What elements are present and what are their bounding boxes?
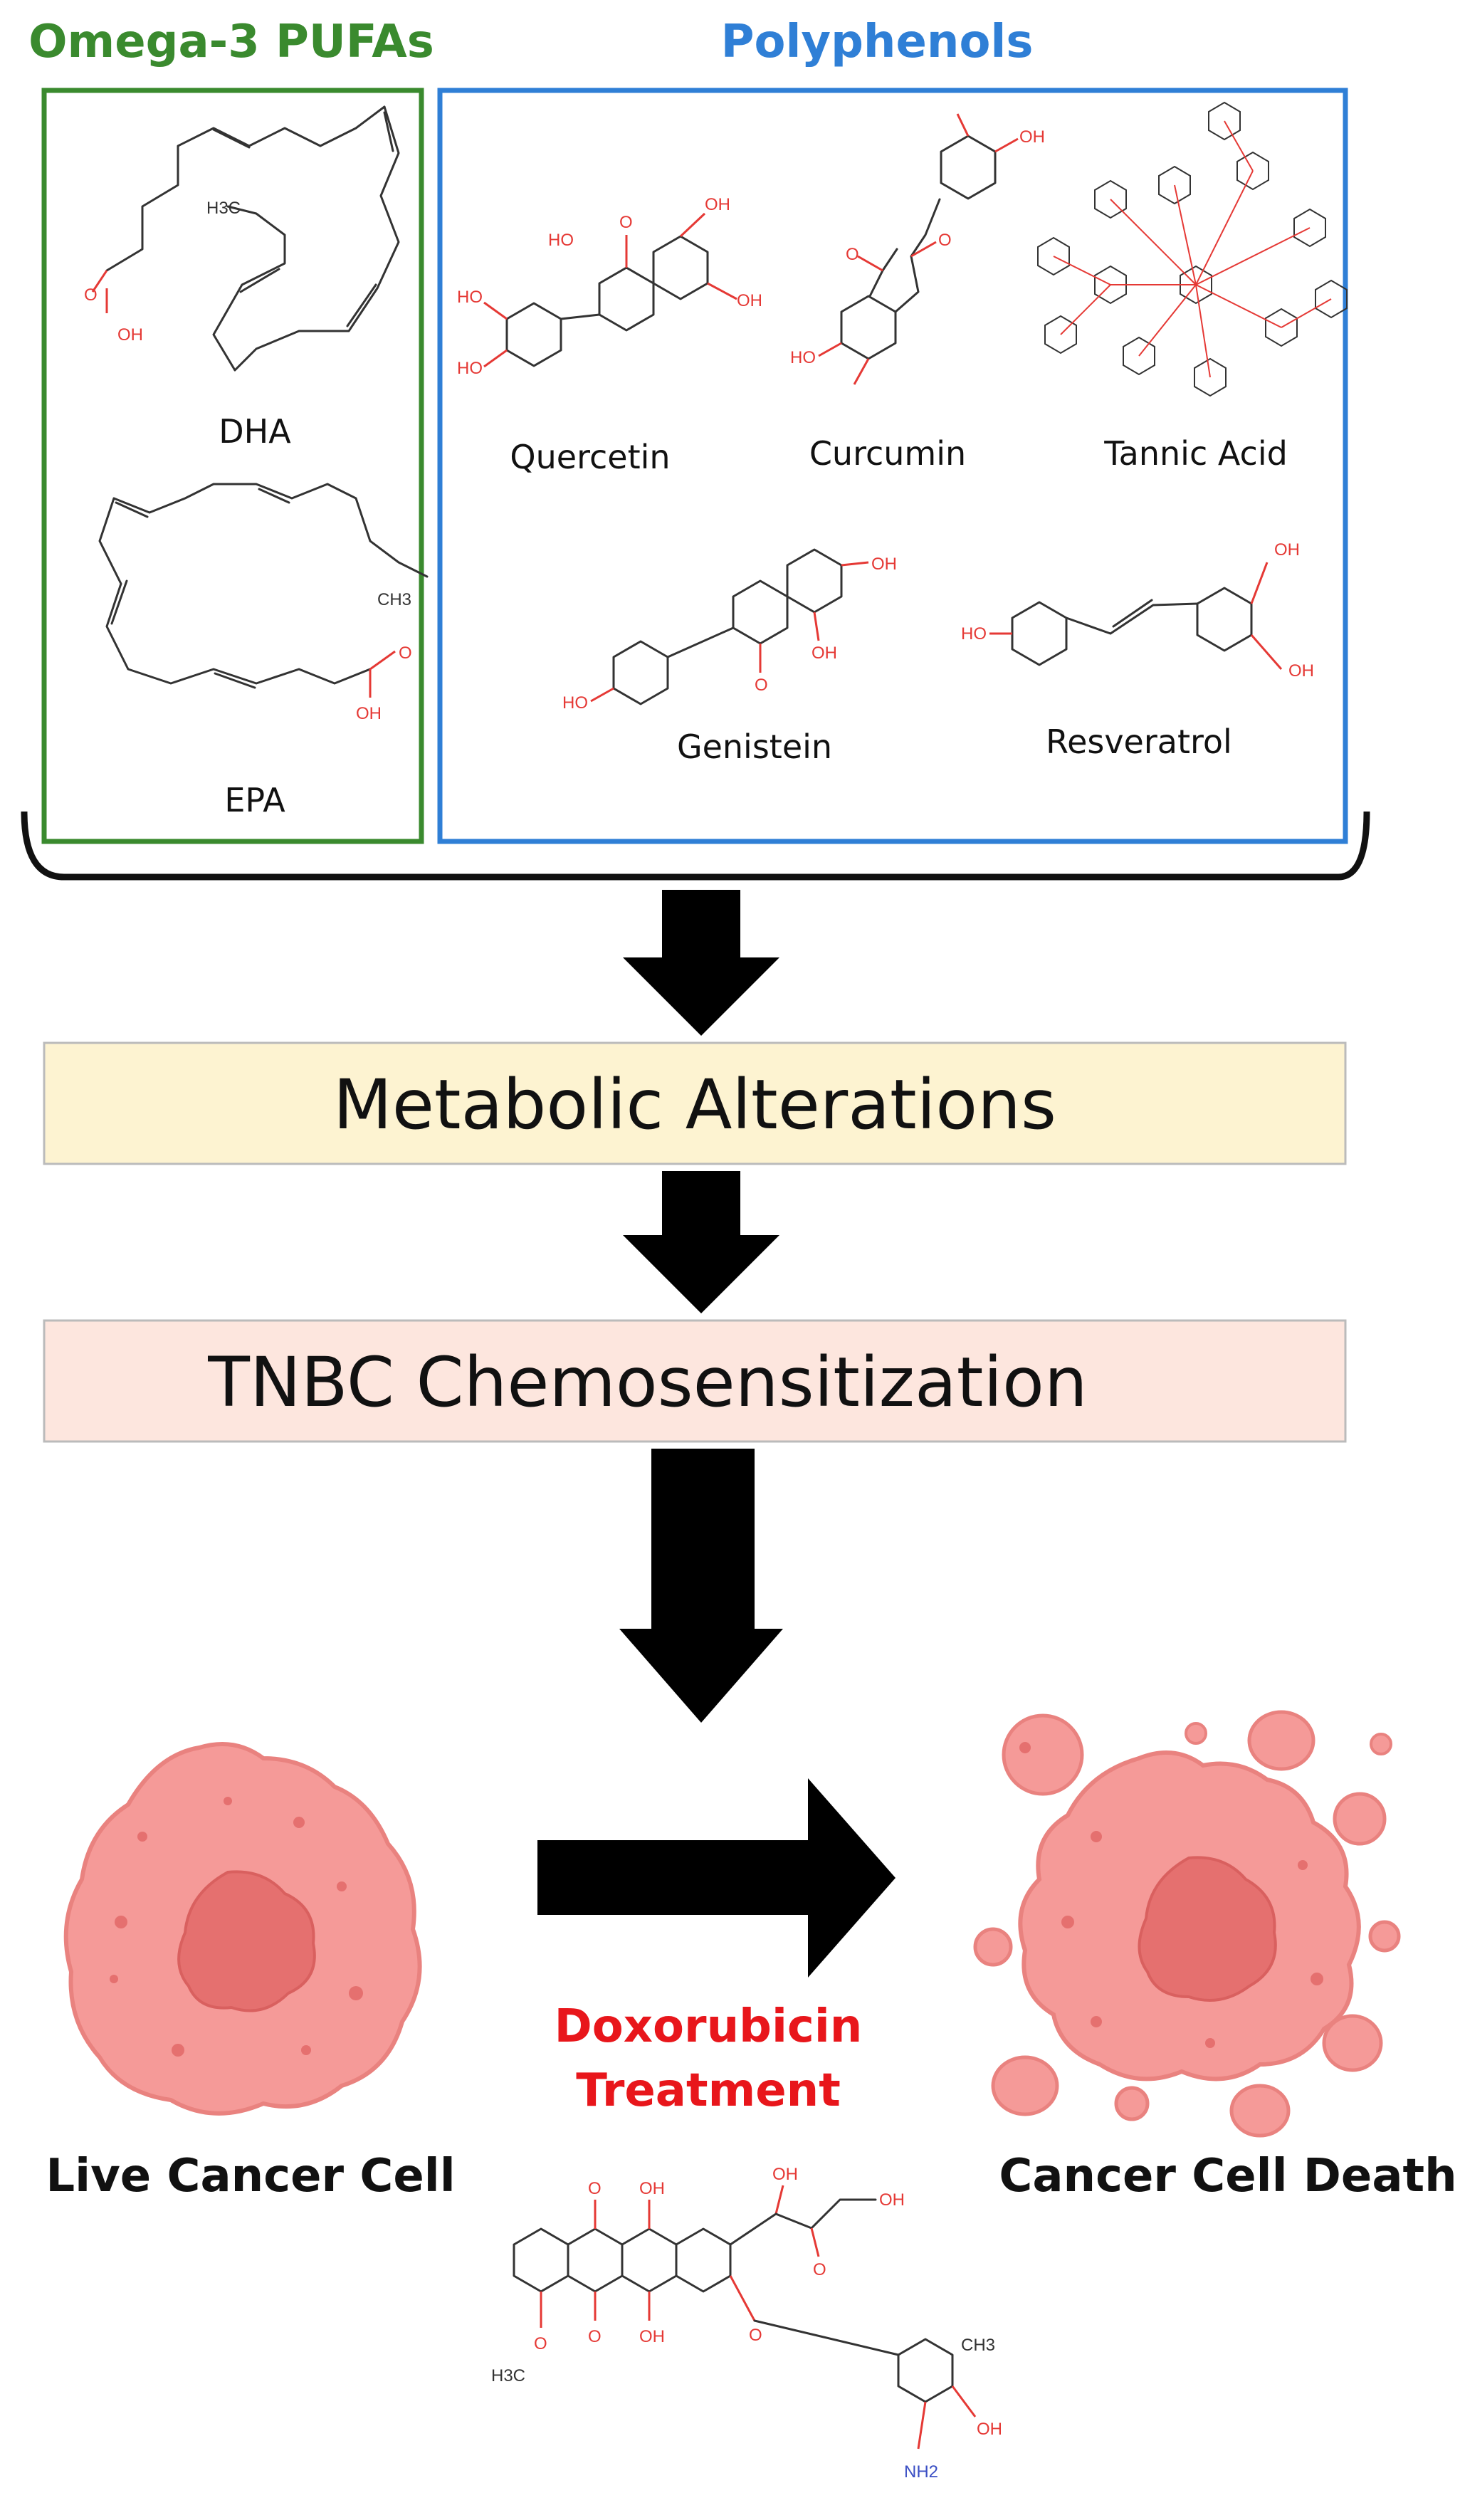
epa-acid-o: O	[399, 644, 412, 663]
genistein-ho: HO	[562, 693, 588, 713]
metabolic-alterations-label: Metabolic Alterations	[333, 1065, 1056, 1145]
curcumin-o-2: O	[846, 245, 859, 264]
dox-o-2: O	[588, 2327, 602, 2346]
dha-structure: O OH H3C	[84, 105, 400, 372]
genistein-o: O	[755, 676, 768, 695]
tannic-acid-label: Tannic Acid	[1103, 434, 1288, 473]
dox-oh-5: OH	[977, 2420, 1002, 2439]
curcumin-label: Curcumin	[809, 434, 966, 473]
down-arrow-3	[619, 1449, 783, 1723]
dha-acid-oh: OH	[117, 325, 143, 345]
cancer-cell-death	[973, 1710, 1401, 2138]
omega-3-box	[41, 88, 424, 844]
treatment-line-1: Doxorubicin	[555, 2000, 863, 2053]
curcumin-oh-1: OH	[1019, 127, 1045, 147]
dox-nh2: NH2	[904, 2462, 938, 2482]
dha-methyl: H3C	[206, 199, 241, 218]
epa-methyl: CH3	[377, 590, 411, 609]
metabolic-alterations-box	[43, 1041, 1347, 1165]
dox-oh-1: OH	[639, 2179, 665, 2198]
epa-acid-oh: OH	[356, 704, 382, 723]
live-cancer-cell-label: Live Cancer Cell	[46, 2150, 455, 2203]
resveratrol-oh-2: OH	[1288, 661, 1314, 681]
resveratrol-oh-1: OH	[1274, 540, 1300, 560]
resveratrol-structure: HO OH OH	[961, 540, 1314, 681]
omega-3-title: Omega-3 PUFAs	[28, 16, 434, 68]
group-brace	[21, 811, 1370, 881]
quercetin-structure: O OH OH HO HO HO	[457, 195, 762, 378]
tnbc-chemosensitization-label: TNBC Chemosensitization	[207, 1343, 1087, 1422]
treatment-arrow	[537, 1778, 896, 1978]
cancer-cell-death-label: Cancer Cell Death	[999, 2150, 1456, 2203]
quercetin-ho-1: HO	[457, 288, 483, 307]
treatment-line-2: Treatment	[576, 2064, 841, 2117]
dox-ch3: CH3	[961, 2336, 995, 2355]
polyphenols-box	[437, 88, 1348, 844]
tnbc-chemosensitization-box	[43, 1319, 1347, 1443]
polyphenols-title: Polyphenols	[721, 16, 1034, 68]
dox-o-methoxy: O	[534, 2334, 547, 2353]
genistein-structure: HO O OH OH	[562, 548, 897, 713]
resveratrol-label: Resveratrol	[1046, 723, 1232, 761]
quercetin-o: O	[619, 213, 633, 232]
curcumin-ho-1: HO	[790, 348, 816, 367]
dox-o-4: O	[749, 2326, 762, 2345]
quercetin-ho-3: HO	[548, 231, 574, 250]
epa-structure: O OH CH3	[98, 483, 429, 723]
tannic-acid-structure	[1037, 102, 1348, 397]
dox-o-3: O	[813, 2260, 826, 2279]
quercetin-label: Quercetin	[510, 438, 670, 476]
curcumin-o-1: O	[938, 231, 952, 250]
doxorubicin-structure: O O OH OH O H3C OH OH O O CH3 OH NH2	[491, 2165, 1002, 2482]
live-cancer-cell	[63, 1742, 422, 2116]
dox-o-1: O	[588, 2179, 602, 2198]
genistein-oh-1: OH	[812, 644, 837, 663]
down-arrow-2	[623, 1171, 779, 1313]
epa-label: EPA	[224, 781, 285, 819]
quercetin-ho-2: HO	[457, 359, 483, 378]
dox-h3c: H3C	[491, 2366, 525, 2385]
dha-acid-o: O	[84, 285, 98, 305]
quercetin-oh-1: OH	[705, 195, 730, 214]
quercetin-oh-2: OH	[737, 291, 762, 310]
dox-oh-3: OH	[772, 2165, 798, 2184]
dha-label: DHA	[219, 412, 291, 451]
down-arrow-1	[623, 890, 779, 1036]
genistein-label: Genistein	[677, 728, 832, 766]
genistein-oh-2: OH	[871, 555, 897, 574]
resveratrol-ho: HO	[961, 624, 987, 644]
dox-oh-4: OH	[879, 2190, 905, 2210]
dox-oh-2: OH	[639, 2327, 665, 2346]
curcumin-structure: O O HO OH	[790, 113, 1045, 385]
